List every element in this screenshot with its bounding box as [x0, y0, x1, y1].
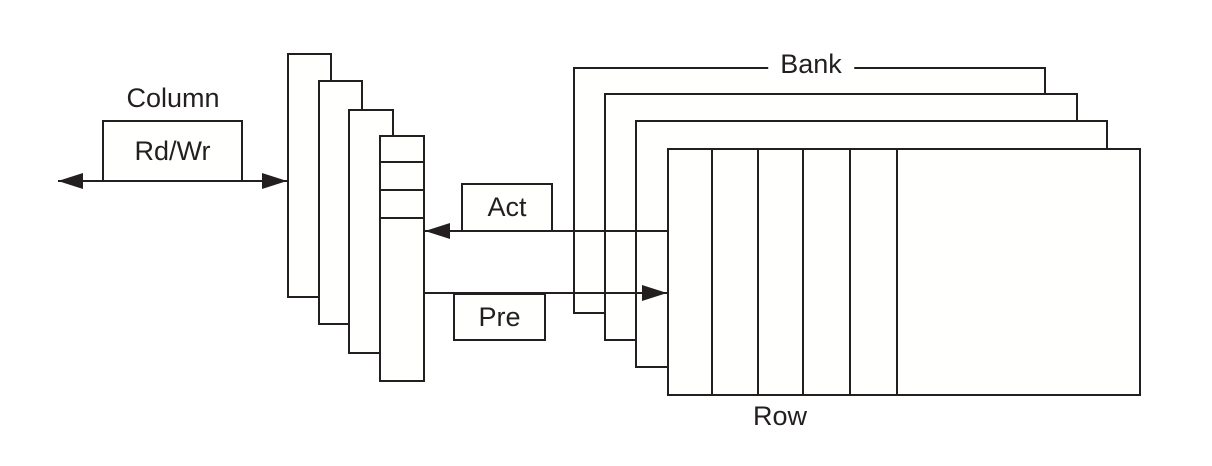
- row-buffer-divider: [379, 217, 425, 219]
- row-buffer-bar-4: [379, 135, 425, 382]
- bank-column-divider: [849, 148, 851, 396]
- column-arrowhead-left-icon: [58, 173, 83, 189]
- row-buffer-divider: [379, 161, 425, 163]
- bank-rectangle-4: [667, 148, 1141, 396]
- rdwr-box: Rd/Wr: [102, 120, 243, 182]
- bank-label: Bank: [768, 50, 854, 78]
- row-label: Row: [752, 401, 808, 431]
- pre-arrow-line: [425, 292, 667, 294]
- pre-box: Pre: [453, 293, 546, 341]
- bank-column-divider: [802, 148, 804, 396]
- bank-column-divider: [711, 148, 713, 396]
- act-box: Act: [461, 183, 553, 232]
- bank-column-divider: [896, 148, 898, 396]
- bank-column-divider: [757, 148, 759, 396]
- column-arrowhead-right-icon: [262, 173, 287, 189]
- pre-arrowhead-right-icon: [642, 285, 667, 301]
- act-arrowhead-left-icon: [425, 223, 450, 239]
- row-buffer-divider: [379, 189, 425, 191]
- column-label: Column: [126, 83, 220, 113]
